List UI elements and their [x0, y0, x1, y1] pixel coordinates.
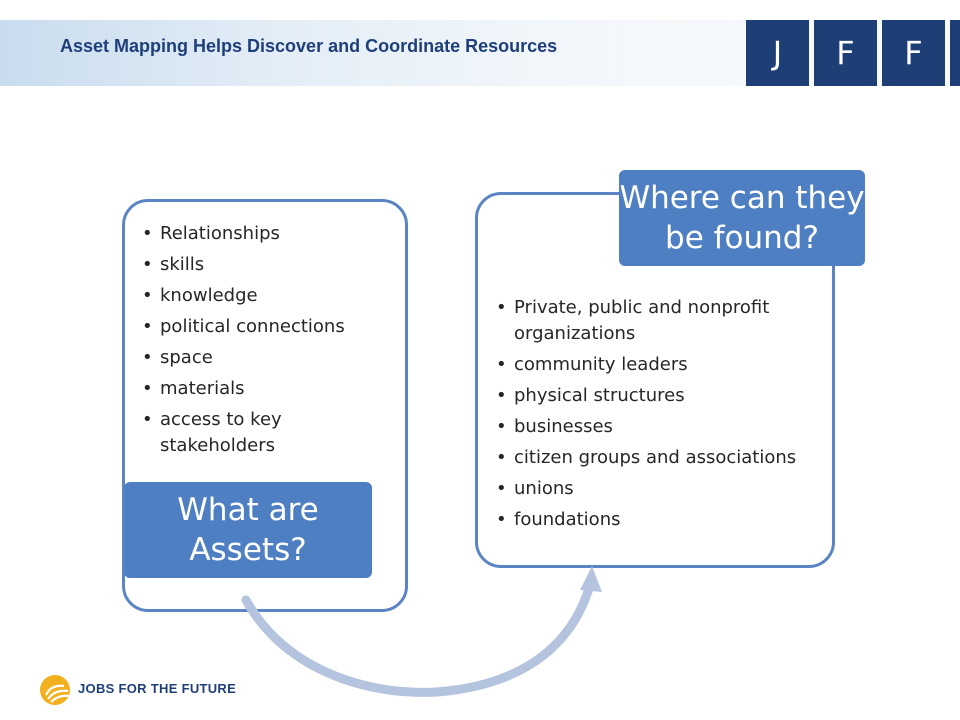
list-item: foundations [496, 507, 826, 533]
arrow-head-icon [580, 566, 602, 592]
list-item: citizen groups and associations [496, 445, 826, 471]
list-item: knowledge [142, 283, 398, 309]
what-are-assets-text: What are Assets? [177, 492, 319, 568]
jff-logo-tile-j: J [746, 20, 809, 86]
slide-title: Asset Mapping Helps Discover and Coordin… [60, 36, 558, 56]
list-item: unions [496, 476, 826, 502]
jff-swirl-logo-icon [40, 675, 71, 705]
where-found-text: Where can they be found? [619, 180, 865, 256]
assets-list: Relationships skills knowledge political… [142, 221, 398, 464]
list-item: space [142, 345, 398, 371]
what-are-assets-label: What are Assets? [124, 482, 372, 578]
jff-logo-tile-edge [950, 20, 960, 86]
list-item: political connections [142, 314, 398, 340]
locations-list: Private, public and nonprofit organizati… [496, 295, 826, 538]
list-item: Private, public and nonprofit organizati… [496, 295, 826, 347]
footer-org-name: JOBS FOR THE FUTURE [78, 681, 237, 696]
list-item: Relationships [142, 221, 398, 247]
jff-logo-tile-f1: F [814, 20, 877, 86]
list-item: access to key stakeholders [142, 407, 398, 459]
jff-logo-tile-f2: F [882, 20, 945, 86]
list-item: materials [142, 376, 398, 402]
list-item: businesses [496, 414, 826, 440]
list-item: physical structures [496, 383, 826, 409]
list-item: community leaders [496, 352, 826, 378]
where-found-label: Where can they be found? [619, 170, 865, 266]
list-item: skills [142, 252, 398, 278]
